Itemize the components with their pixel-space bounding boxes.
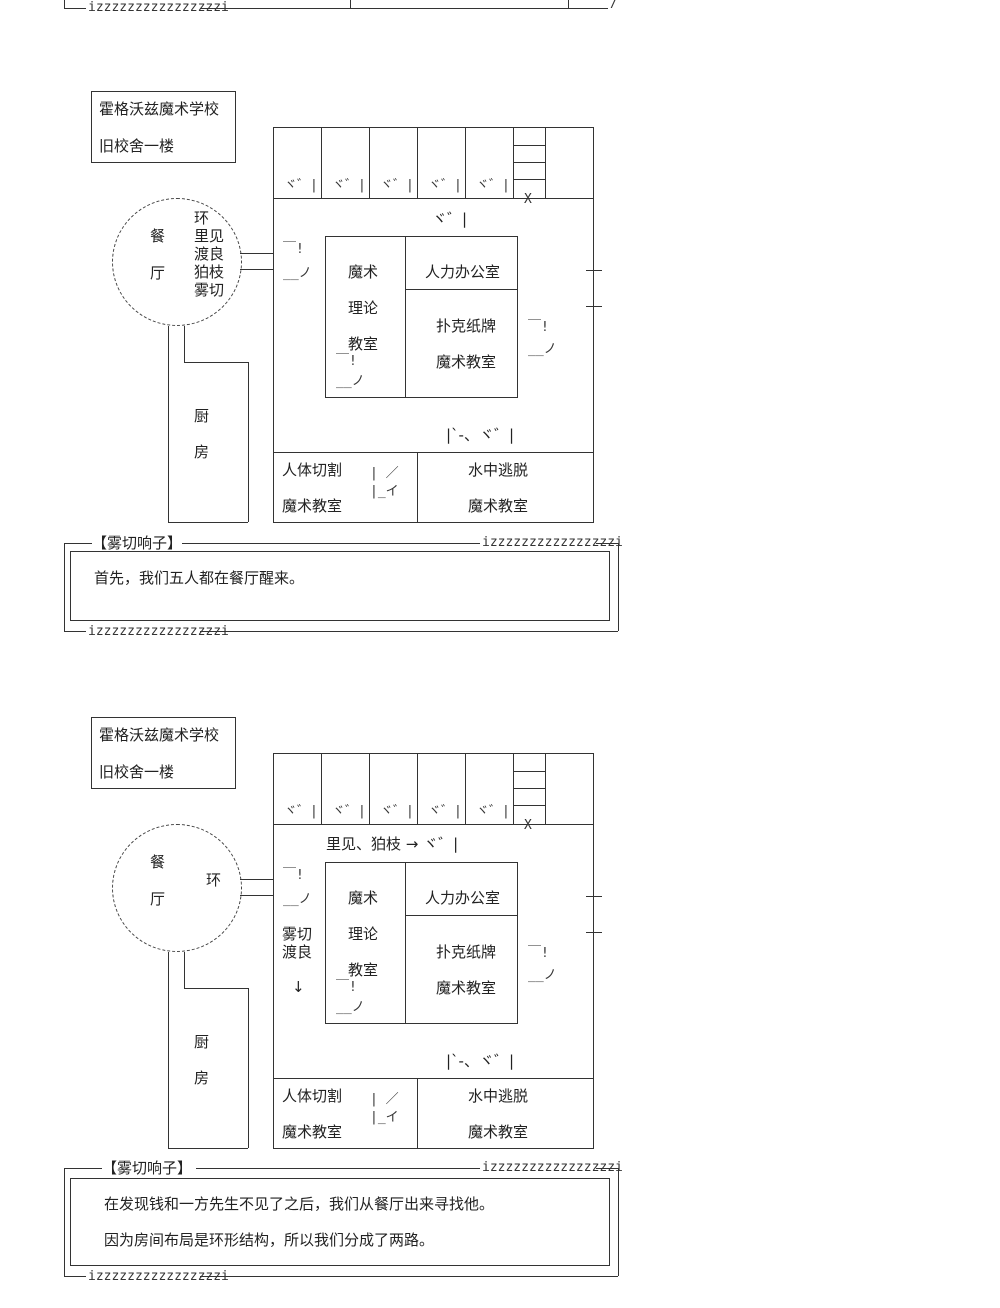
- room-bodycut-1: 人体切割: [282, 461, 343, 479]
- name-watarai: 渡良: [194, 245, 225, 263]
- sign-line-1: 霍格沃兹魔术学校: [99, 100, 220, 118]
- room-hr-office: 人力办公室: [425, 263, 501, 281]
- dining-char-2: 厅: [150, 264, 166, 282]
- room-poker-1: 扑克纸牌: [436, 943, 497, 961]
- name-kirigiri: 雾切: [282, 925, 313, 943]
- room-theory-3: 教室: [348, 335, 379, 353]
- room-water-2: 魔术教室: [468, 497, 529, 515]
- room-water-1: 水中逃脱: [468, 1087, 529, 1105]
- room-poker-2: 魔术教室: [436, 979, 497, 997]
- location-sign: [91, 91, 236, 163]
- name-satomi: 里见: [194, 227, 225, 245]
- dialog-bottom-tail: izzzzzzzzzzzzzzzzi: [88, 1269, 229, 1284]
- sign-line-2: 旧校舍一楼: [99, 137, 175, 155]
- dialog-line-2: 因为房间布局是环形结构，所以我们分成了两路。: [104, 1231, 435, 1249]
- top-strip-tail: izzzzzzzzzzzzzzzzi: [88, 0, 229, 15]
- dialog-speaker: 【雾切响子】: [92, 534, 183, 552]
- dialog-line-1: 在发现钱和一方先生不见了之后，我们从餐厅出来寻找他。: [104, 1195, 495, 1213]
- inner-block: [325, 862, 518, 1024]
- room-theory-1: 魔术: [348, 889, 379, 907]
- kitchen-char-2: 房: [194, 1069, 210, 1087]
- room-bodycut-1: 人体切割: [282, 1087, 343, 1105]
- kitchen-char-1: 厨: [194, 1033, 210, 1051]
- location-sign: [91, 717, 236, 789]
- direction-arrow: ↓: [292, 978, 305, 996]
- room-water-1: 水中逃脱: [468, 461, 529, 479]
- building-outline: [273, 127, 594, 523]
- name-watarai: 渡良: [282, 943, 313, 961]
- dining-hall: [112, 198, 242, 326]
- room-poker-2: 魔术教室: [436, 353, 497, 371]
- room-theory-2: 理论: [348, 299, 379, 317]
- room-poker-1: 扑克纸牌: [436, 317, 497, 335]
- room-bodycut-2: 魔术教室: [282, 1123, 343, 1141]
- room-hr-office: 人力办公室: [425, 889, 501, 907]
- dining-char-2: 厅: [150, 890, 166, 908]
- dialog-tail: izzzzzzzzzzzzzzzzi: [482, 535, 623, 550]
- dining-char-1: 餐: [150, 227, 166, 245]
- name-huan: 环: [194, 209, 210, 227]
- corridor-note: 里见、狛枝 → ヾ゛|: [326, 835, 459, 853]
- kitchen-char-1: 厨: [194, 407, 210, 425]
- dialog-line-1: 首先，我们五人都在餐厅醒来。: [94, 569, 305, 587]
- sign-line-1: 霍格沃兹魔术学校: [99, 726, 220, 744]
- room-water-2: 魔术教室: [468, 1123, 529, 1141]
- room-bodycut-2: 魔术教室: [282, 497, 343, 515]
- corridor-note: ヾ゛|: [432, 210, 468, 228]
- building-outline: [273, 753, 594, 1149]
- dialog-tail: izzzzzzzzzzzzzzzzi: [482, 1160, 623, 1175]
- room-theory-1: 魔术: [348, 263, 379, 281]
- dialog-bottom-tail: izzzzzzzzzzzzzzzzi: [88, 624, 229, 639]
- name-komaeda: 狛枝: [194, 263, 225, 281]
- bottom-note: |`-、ヾ゛|: [446, 426, 515, 444]
- dining-char-1: 餐: [150, 853, 166, 871]
- kitchen-char-2: 房: [194, 443, 210, 461]
- bottom-note: |`-、ヾ゛|: [446, 1052, 515, 1070]
- inner-block: [325, 236, 518, 398]
- room-theory-3: 教室: [348, 961, 379, 979]
- room-theory-2: 理论: [348, 925, 379, 943]
- sign-line-2: 旧校舍一楼: [99, 763, 175, 781]
- dining-hall: [112, 824, 242, 952]
- name-kirigiri: 雾切: [194, 281, 225, 299]
- name-huan: 环: [206, 871, 222, 889]
- dialog-speaker: 【雾切响子】: [102, 1159, 193, 1177]
